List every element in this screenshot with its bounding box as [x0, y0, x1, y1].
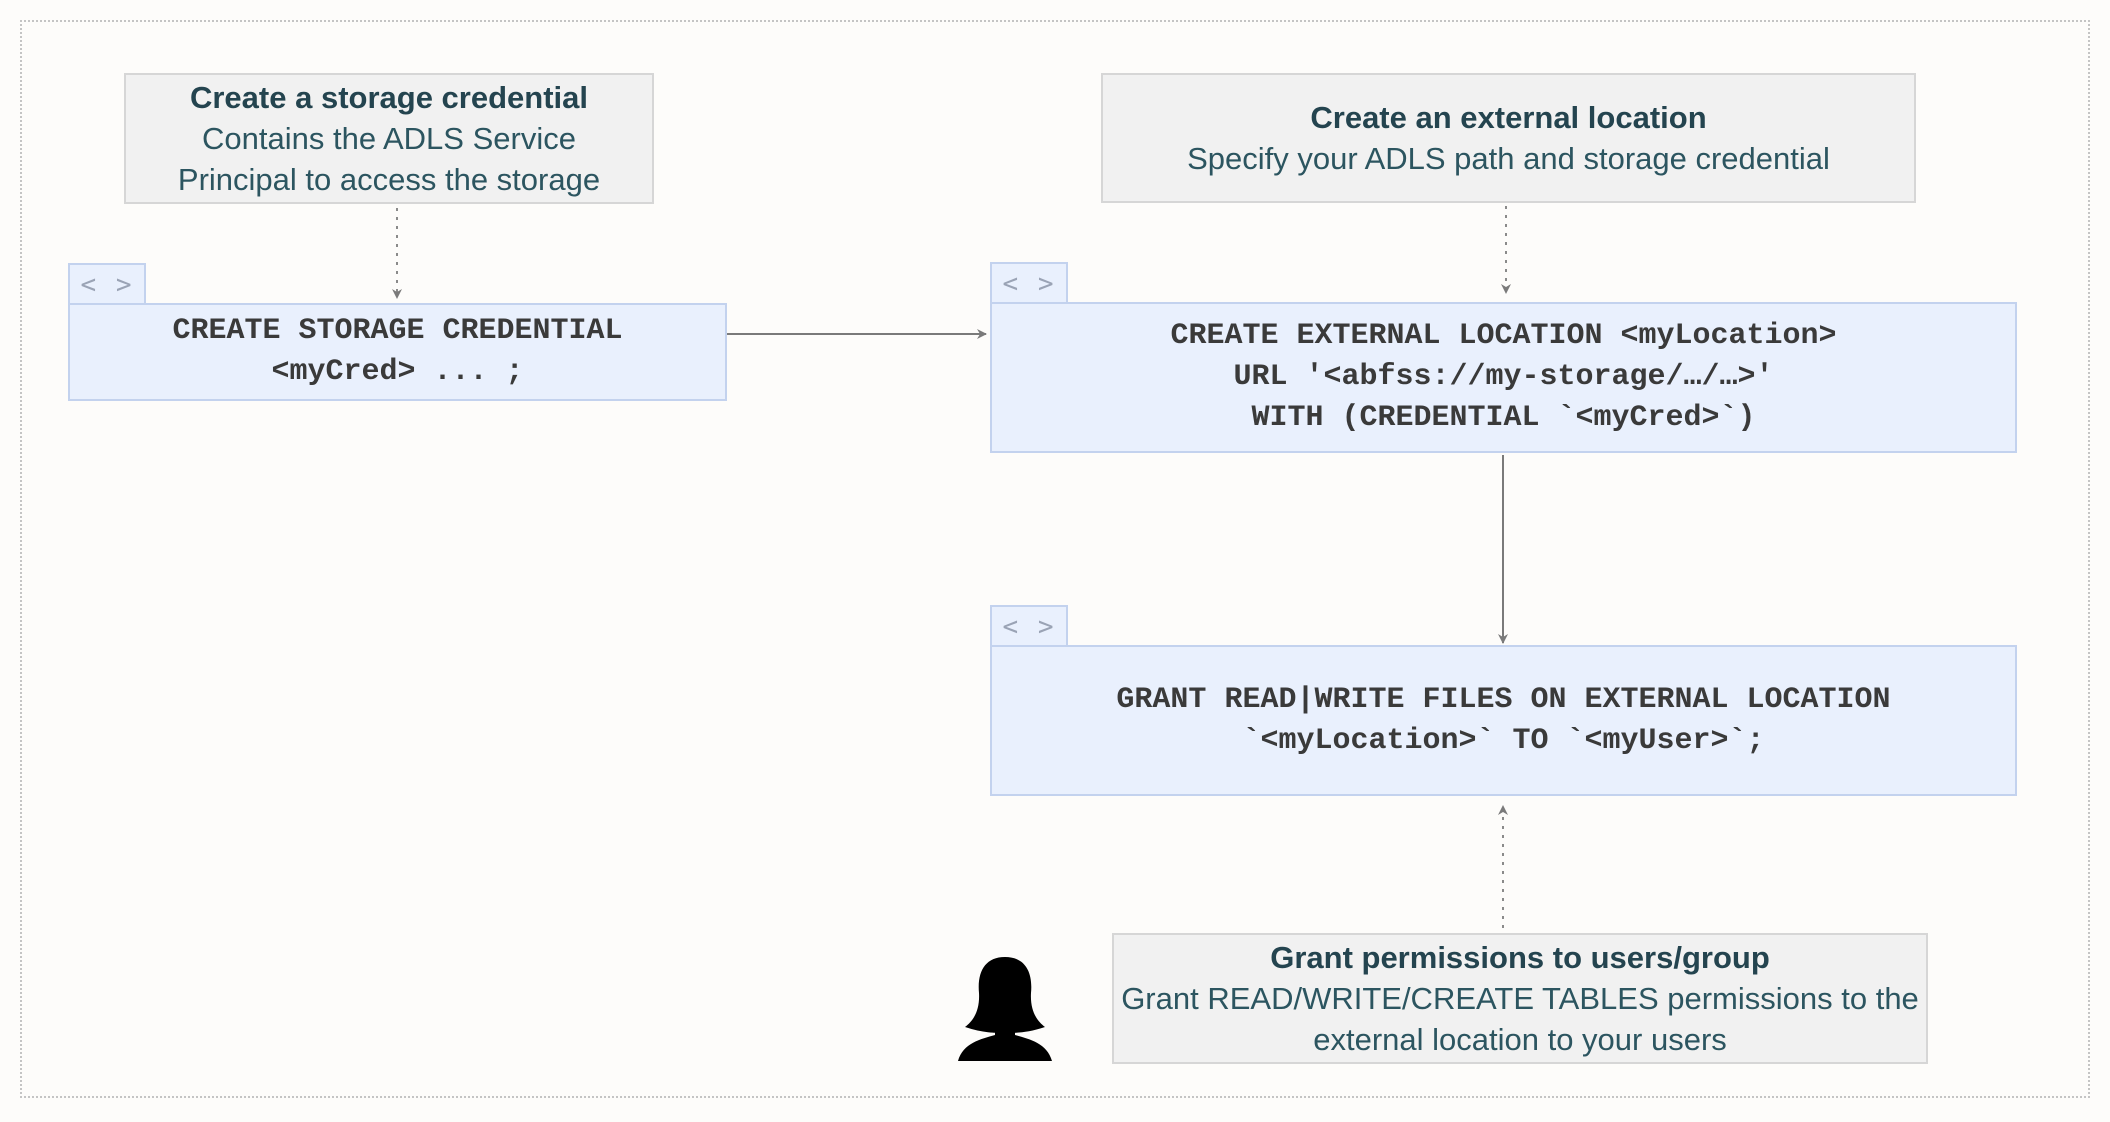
note-grant-permissions-title: Grant permissions to users/group — [1270, 940, 1770, 975]
code-grant-permissions: GRANT READ|WRITE FILES ON EXTERNAL LOCAT… — [990, 645, 2017, 796]
note-storage-credential-title: Create a storage credential — [189, 80, 588, 115]
note-storage-credential-line1: Contains the ADLS Service — [202, 121, 576, 156]
note-external-location: Create an external location Specify your… — [1101, 73, 1916, 203]
note-storage-credential: Create a storage credential Contains the… — [124, 73, 654, 204]
code-external-location-line3: WITH (CREDENTIAL `<myCred>`) — [1251, 401, 1756, 435]
code-grant-permissions-line1: GRANT READ|WRITE FILES ON EXTERNAL LOCAT… — [1116, 682, 1891, 717]
note-grant-permissions: Grant permissions to users/group Grant R… — [1112, 933, 1928, 1064]
note-storage-credential-line2: Principal to access the storage — [177, 162, 601, 197]
user-icon — [958, 957, 1052, 1061]
code-grant-permissions-line2: `<myLocation>` TO `<myUser>`; — [1242, 723, 1765, 758]
code-brackets-icon: < > — [990, 262, 1068, 304]
code-external-location-line1: CREATE EXTERNAL LOCATION <myLocation> — [1170, 319, 1837, 353]
code-brackets-icon: < > — [990, 605, 1068, 647]
note-external-location-title: Create an external location — [1310, 100, 1707, 135]
note-grant-permissions-line2: external location to your users — [1313, 1022, 1727, 1057]
note-grant-permissions-line1: Grant READ/WRITE/CREATE TABLES permissio… — [1121, 981, 1919, 1016]
code-storage-credential-line2: <myCred> ... ; — [271, 355, 524, 389]
code-brackets-icon: < > — [68, 263, 146, 305]
code-external-location: CREATE EXTERNAL LOCATION <myLocation> UR… — [990, 302, 2017, 453]
code-storage-credential: CREATE STORAGE CREDENTIAL <myCred> ... ; — [68, 303, 727, 401]
diagram-frame — [20, 20, 2090, 1098]
note-external-location-line1: Specify your ADLS path and storage crede… — [1187, 141, 1830, 176]
code-external-location-line2: URL '<abfss://my-storage/…/…>' — [1233, 360, 1774, 394]
code-storage-credential-line1: CREATE STORAGE CREDENTIAL — [172, 314, 623, 348]
